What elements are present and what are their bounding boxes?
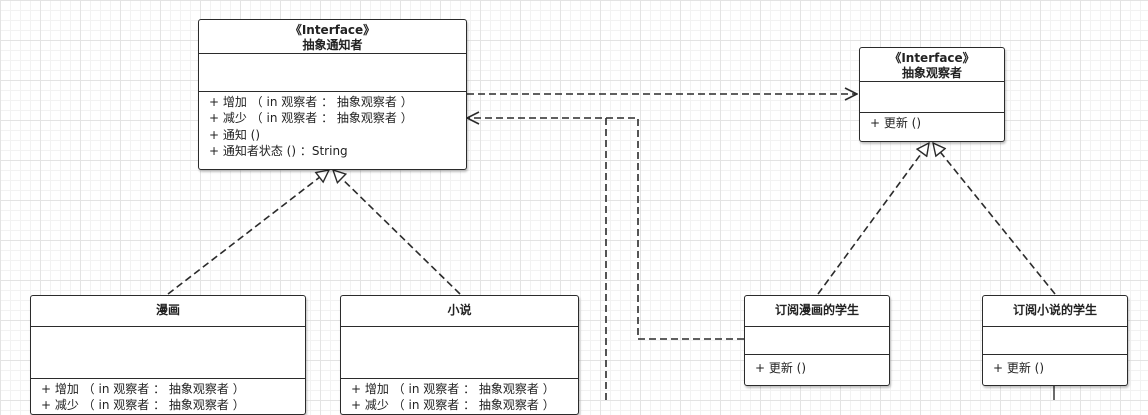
class-header: 《Interface》 抽象通知者 (199, 20, 466, 54)
stereotype-label: 《Interface》 (889, 51, 975, 65)
class-name: 抽象通知者 (302, 38, 363, 52)
operation: + 增加 （ in 观察者 ： 抽象观察者 ） (209, 95, 413, 109)
attributes-section (983, 327, 1127, 355)
operation: + 通知者状态 () ：String (209, 143, 348, 158)
realization-manga-student-to-observer (817, 143, 929, 295)
attributes-section (199, 54, 466, 92)
operation: + 增加 （ in 观察者 ： 抽象观察者 ） (41, 382, 245, 396)
operation: + 更新 () (755, 361, 807, 375)
operation: + 更新 () (993, 361, 1045, 375)
operations-section: + 更新 () (983, 355, 1127, 376)
attributes-section (341, 327, 578, 379)
class-header: 订阅漫画的学生 (745, 296, 889, 327)
attributes-section (860, 82, 1004, 113)
interface-abstract-notifier[interactable]: 《Interface》 抽象通知者 + 增加 （ in 观察者 ： 抽象观察者 … (198, 19, 467, 170)
class-header: 漫画 (31, 296, 305, 327)
class-novel-student[interactable]: 订阅小说的学生 + 更新 () (982, 295, 1128, 386)
class-manga[interactable]: 漫画 + 增加 （ in 观察者 ： 抽象观察者 ） + 减少 （ in 观察者… (30, 295, 306, 415)
interface-abstract-observer[interactable]: 《Interface》 抽象观察者 + 更新 () (859, 47, 1005, 142)
class-header: 《Interface》 抽象观察者 (860, 48, 1004, 82)
class-name: 漫画 (155, 303, 180, 317)
stereotype-label: 《Interface》 (289, 23, 376, 37)
class-name: 抽象观察者 (901, 66, 962, 80)
operations-section: + 更新 () (860, 113, 1004, 131)
operations-section: + 增加 （ in 观察者 ： 抽象观察者 ） + 减少 （ in 观察者 ： … (199, 92, 466, 159)
class-name: 订阅漫画的学生 (774, 303, 859, 317)
operations-section: + 更新 () (745, 355, 889, 376)
attributes-section (745, 327, 889, 355)
class-name: 小说 (447, 303, 472, 317)
realization-novel-to-notifier (333, 170, 461, 295)
class-header: 订阅小说的学生 (983, 296, 1127, 327)
operation: + 通知 () (209, 127, 261, 142)
class-manga-student[interactable]: 订阅漫画的学生 + 更新 () (744, 295, 890, 386)
dependency-manga-student-to-notifier (467, 118, 744, 340)
realization-manga-to-notifier (167, 170, 329, 295)
operation: + 更新 () (870, 116, 922, 130)
class-header: 小说 (341, 296, 578, 327)
relationship-arrows (167, 0, 1056, 400)
attributes-section (31, 327, 305, 379)
class-name: 订阅小说的学生 (1012, 303, 1097, 317)
operation: + 减少 （ in 观察者 ： 抽象观察者 ） (209, 111, 413, 126)
realization-novel-student-to-observer (933, 143, 1056, 295)
operations-section: + 增加 （ in 观察者 ： 抽象观察者 ） + 减少 （ in 观察者 ： … (31, 379, 305, 414)
operation: + 增加 （ in 观察者 ： 抽象观察者 ） (351, 382, 555, 396)
class-novel[interactable]: 小说 + 增加 （ in 观察者 ： 抽象观察者 ） + 减少 （ in 观察者… (340, 295, 579, 415)
operations-section: + 增加 （ in 观察者 ： 抽象观察者 ） + 减少 （ in 观察者 ： … (341, 379, 578, 414)
